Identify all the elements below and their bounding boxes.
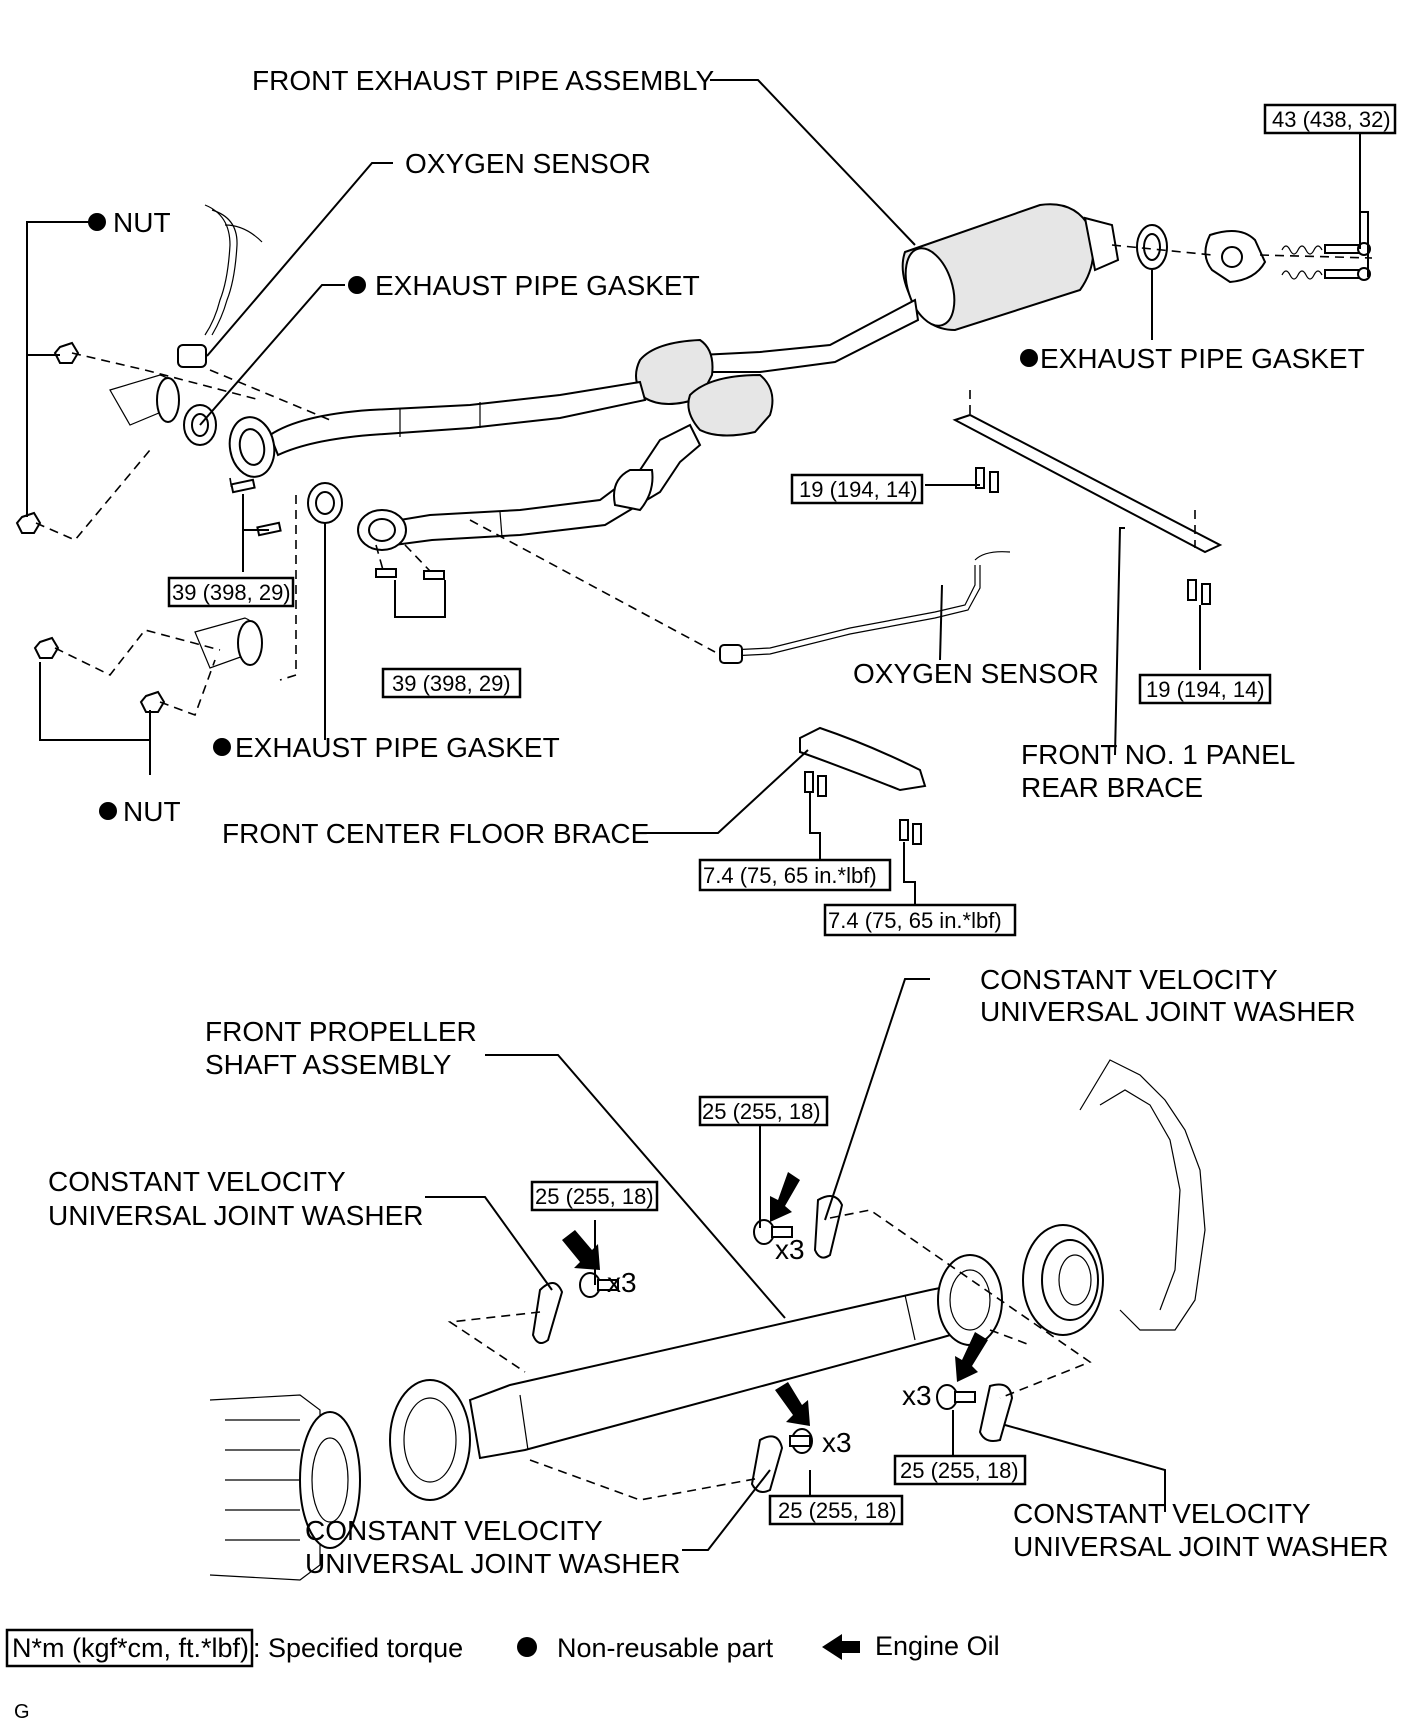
svg-text:39 (398, 29): 39 (398, 29) — [172, 580, 291, 605]
pipe-bolts-left — [230, 478, 282, 537]
torque-box-pipe-center: 39 (398, 29) — [381, 667, 522, 699]
non-reusable-icon — [213, 738, 231, 756]
svg-text:25 (255, 18): 25 (255, 18) — [900, 1458, 1019, 1483]
label-front-exhaust-pipe-assembly: FRONT EXHAUST PIPE ASSEMBLY — [252, 65, 714, 96]
svg-text:25 (255, 18): 25 (255, 18) — [702, 1099, 821, 1124]
torque-box-cv-bottom-center: 25 (255, 18) — [768, 1494, 904, 1526]
oxygen-sensor-right-part — [719, 551, 1011, 664]
exhaust-pipe-gasket-lower-part — [307, 482, 343, 524]
non-reusable-icon — [88, 213, 106, 231]
pipe-bolts-center — [375, 568, 445, 580]
label-cv-washer-bottom-right-line2: UNIVERSAL JOINT WASHER — [1013, 1531, 1388, 1562]
torque-box-cv-bottom-right: 25 (255, 18) — [893, 1454, 1027, 1486]
legend-torque-box: N*m (kgf*cm, ft.*lbf) — [12, 1633, 249, 1663]
front-propeller-shaft-part — [389, 1254, 1003, 1501]
label-cv-washer-top-right-line2: UNIVERSAL JOINT WASHER — [980, 996, 1355, 1027]
torque-box-brace-right: 19 (194, 14) — [1138, 673, 1272, 705]
footer-code: G — [14, 1701, 30, 1723]
exhaust-pipe-gasket-right-part — [1136, 224, 1168, 270]
svg-text:7.4 (75, 65 in.*lbf): 7.4 (75, 65 in.*lbf) — [828, 908, 1002, 933]
label-exhaust-pipe-gasket-left: EXHAUST PIPE GASKET — [375, 270, 700, 301]
engine-oil-arrow-icon — [955, 1332, 988, 1382]
torque-box-pipe-left: 39 (398, 29) — [167, 576, 295, 608]
engine-oil-arrow-icon — [775, 1382, 810, 1426]
svg-text:39 (398, 29): 39 (398, 29) — [392, 671, 511, 696]
svg-text:25 (255, 18): 25 (255, 18) — [535, 1184, 654, 1209]
qty-bottom-center: x3 — [822, 1427, 852, 1458]
front-exhaust-pipe-assembly — [228, 203, 1371, 551]
oxygen-sensor-top-part — [177, 204, 263, 368]
exhaust-section: FRONT EXHAUST PIPE ASSEMBLY OXYGEN SENSO… — [15, 65, 1397, 937]
label-cv-washer-top-right-line1: CONSTANT VELOCITY — [980, 964, 1278, 995]
torque-box-floor-right: 7.4 (75, 65 in.*lbf) — [823, 903, 1017, 937]
engine-oil-arrow-icon — [822, 1634, 860, 1660]
legend-torque-desc: : Specified torque — [253, 1633, 463, 1663]
label-cv-washer-bottom-left-line1: CONSTANT VELOCITY — [305, 1515, 603, 1546]
label-cv-washer-left-line1: CONSTANT VELOCITY — [48, 1166, 346, 1197]
engine-oil-arrow-icon — [770, 1172, 800, 1222]
non-reusable-icon — [1020, 349, 1038, 367]
svg-text:43 (438, 32): 43 (438, 32) — [1272, 107, 1391, 132]
non-reusable-icon — [99, 802, 117, 820]
front-center-floor-brace-part — [799, 726, 927, 845]
front-no1-panel-rear-brace-part — [952, 390, 1223, 605]
legend-engine-oil-desc: Engine Oil — [875, 1631, 1000, 1661]
torque-box-cv-left: 25 (255, 18) — [530, 1180, 659, 1212]
label-oxygen-sensor-top: OXYGEN SENSOR — [405, 148, 651, 179]
qty-left: x3 — [607, 1267, 637, 1298]
torque-box-flange-right: 43 (438, 32) — [1263, 103, 1397, 135]
engine-oil-arrows — [562, 1172, 988, 1426]
differential-part — [209, 1394, 361, 1581]
label-oxygen-sensor-right: OXYGEN SENSOR — [853, 658, 1099, 689]
manifold-stubs — [109, 374, 263, 669]
qty-bottom-right: x3 — [902, 1380, 932, 1411]
label-front-propeller-line2: SHAFT ASSEMBLY — [205, 1049, 452, 1080]
transfer-case-part — [1022, 1059, 1206, 1336]
label-nut-bottom: NUT — [123, 796, 181, 827]
label-front-no1-panel-line2: REAR BRACE — [1021, 772, 1203, 803]
label-nut-top: NUT — [113, 207, 171, 238]
cv-washers — [531, 1195, 1014, 1493]
svg-text:19 (194, 14): 19 (194, 14) — [799, 477, 918, 502]
engine-oil-arrow-icon — [562, 1230, 600, 1270]
qty-top: x3 — [775, 1234, 805, 1265]
torque-box-brace-left: 19 (194, 14) — [790, 473, 924, 505]
label-exhaust-pipe-gasket-right: EXHAUST PIPE GASKET — [1040, 343, 1365, 374]
label-cv-washer-bottom-right-line1: CONSTANT VELOCITY — [1013, 1498, 1311, 1529]
torque-box-floor-left: 7.4 (75, 65 in.*lbf) — [698, 858, 892, 892]
legend: N*m (kgf*cm, ft.*lbf) : Specified torque… — [5, 1628, 1000, 1723]
legend-nonreusable-desc: Non-reusable part — [557, 1633, 774, 1663]
non-reusable-icon — [517, 1637, 537, 1657]
label-cv-washer-left-line2: UNIVERSAL JOINT WASHER — [48, 1200, 423, 1231]
torque-box-cv-top: 25 (255, 18) — [698, 1095, 829, 1127]
nuts — [15, 341, 166, 713]
non-reusable-icon — [348, 276, 366, 294]
label-front-propeller-line1: FRONT PROPELLER — [205, 1016, 477, 1047]
label-exhaust-pipe-gasket-lower: EXHAUST PIPE GASKET — [235, 732, 560, 763]
svg-text:25 (255, 18): 25 (255, 18) — [778, 1498, 897, 1523]
svg-text:19 (194, 14): 19 (194, 14) — [1146, 677, 1265, 702]
label-front-center-floor-brace: FRONT CENTER FLOOR BRACE — [222, 818, 649, 849]
svg-text:7.4 (75, 65 in.*lbf): 7.4 (75, 65 in.*lbf) — [703, 863, 877, 888]
label-front-no1-panel-line1: FRONT NO. 1 PANEL — [1021, 739, 1295, 770]
label-cv-washer-bottom-left-line2: UNIVERSAL JOINT WASHER — [305, 1548, 680, 1579]
propeller-section: CONSTANT VELOCITY UNIVERSAL JOINT WASHER… — [48, 964, 1388, 1581]
leader-lines-lower — [425, 978, 1166, 1551]
